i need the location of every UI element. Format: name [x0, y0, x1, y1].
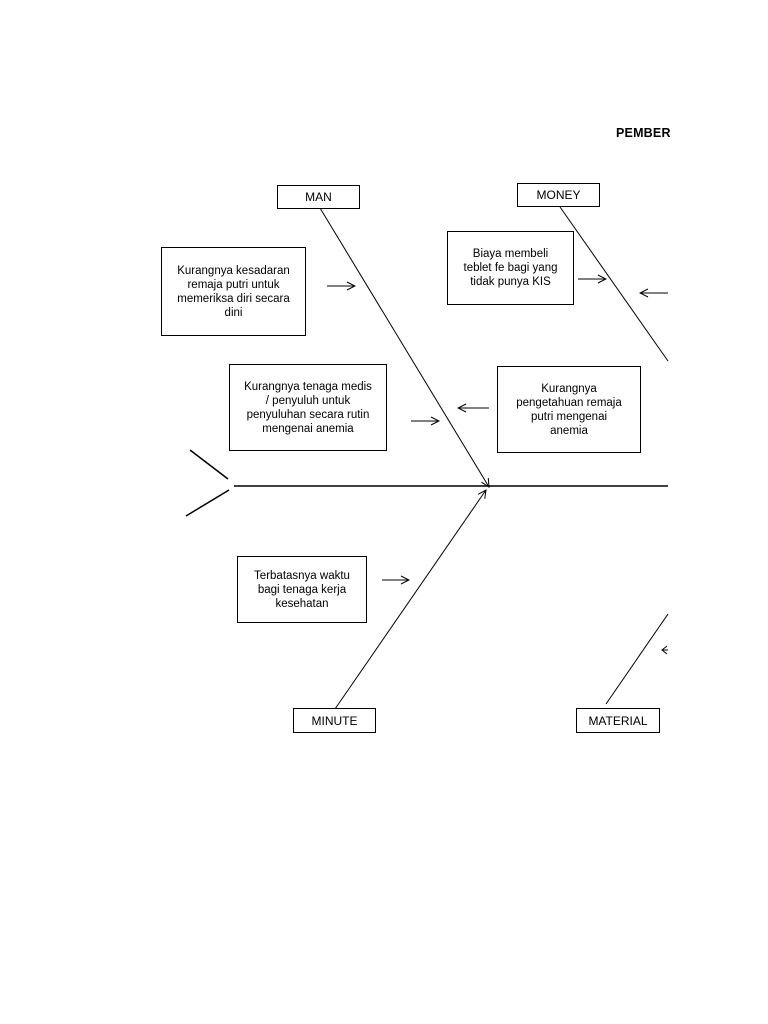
cause-text-kesadaran: Kurangnya kesadaran remaja putri untuk m…	[177, 264, 290, 319]
cause-text-tenaga-medis: Kurangnya tenaga medis / penyuluh untuk …	[244, 380, 372, 435]
minute-bone	[334, 490, 486, 710]
cause-box-kesadaran: Kurangnya kesadaran remaja putri untuk m…	[161, 247, 306, 336]
man-bone	[319, 207, 489, 487]
page-title: PEMBER	[616, 126, 671, 140]
cause-box-waktu: Terbatasnya waktu bagi tenaga kerja kese…	[237, 556, 367, 623]
money-bone	[559, 206, 669, 362]
cause-box-biaya: Biaya membeli teblet fe bagi yang tidak …	[447, 231, 574, 305]
category-minute-label: MINUTE	[293, 708, 376, 733]
material-bone	[605, 613, 669, 705]
tail-upper-line	[189, 449, 229, 480]
category-material-label: MATERIAL	[576, 708, 660, 733]
cause-box-pengetahuan: Kurangnya pengetahuan remaja putri menge…	[497, 366, 641, 453]
cause-text-waktu: Terbatasnya waktu bagi tenaga kerja kese…	[254, 569, 350, 610]
tail-lower-line	[185, 489, 230, 517]
arrow-material-right-head	[661, 645, 668, 655]
category-man-label: MAN	[277, 185, 360, 209]
category-money-label: MONEY	[517, 183, 600, 207]
cause-box-tenaga-medis: Kurangnya tenaga medis / penyuluh untuk …	[229, 364, 387, 451]
cause-text-biaya: Biaya membeli teblet fe bagi yang tidak …	[463, 248, 558, 288]
cause-text-pengetahuan: Kurangnya pengetahuan remaja putri menge…	[516, 382, 622, 437]
